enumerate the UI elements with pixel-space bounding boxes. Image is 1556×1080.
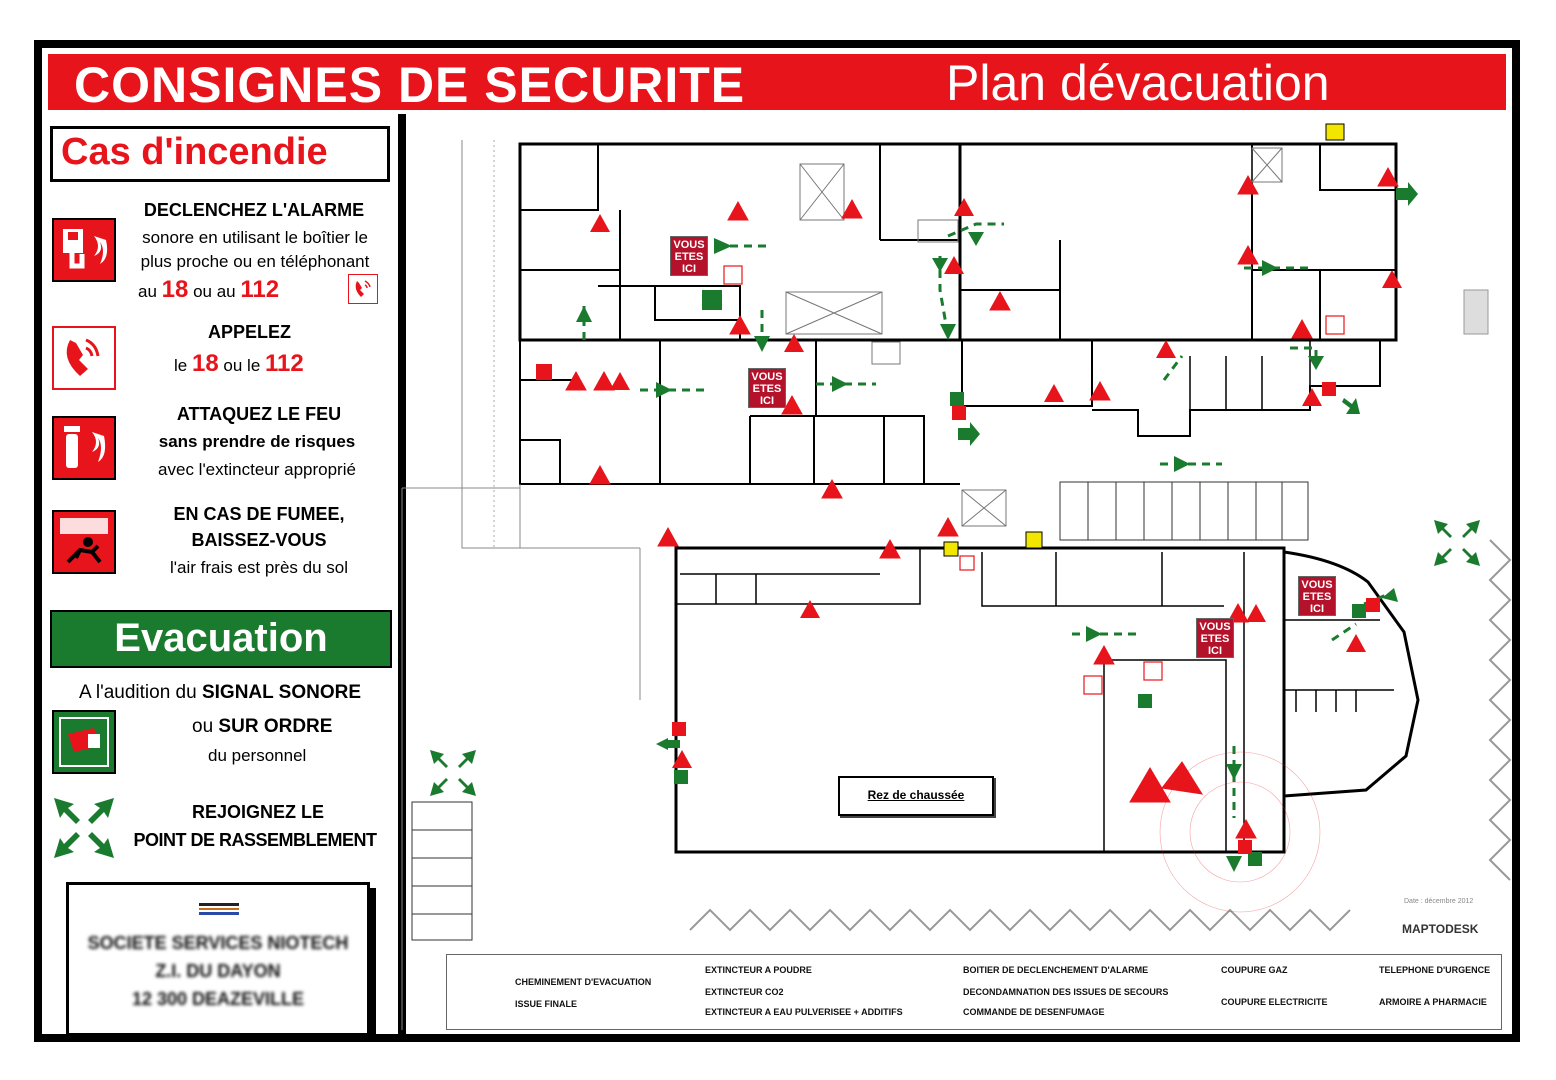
call-number-112: 112 [265,350,304,377]
poster-frame: CONSIGNES DE SECURITE Plan dévacuation C… [34,40,1520,1042]
alarm-number-112: 112 [240,276,280,303]
alarm-siren-icon [52,710,116,774]
call-number-18: 18 [191,350,219,377]
evac-line-1-bold: SIGNAL SONORE [201,682,362,703]
alarm-number-18: 18 [161,276,189,303]
floor-label: Rez de chaussée [867,788,965,802]
evacuation-heading: Evacuation [114,616,328,660]
smoke-title-1: EN CAS DE FUMEE, [173,504,345,524]
smoke-crawl-icon [52,510,116,574]
alarm-au: au [138,282,157,301]
smoke-line: l'air frais est près du sol [169,558,349,577]
evac-line-3: du personnel [208,746,307,765]
fire-heading: Cas d'incendie [61,131,328,173]
legend-gas-cutoff: COUPURE GAZ [1221,965,1288,975]
evacuation-heading-box: Evacuation [50,610,392,668]
safety-title: CONSIGNES DE SECURITE [74,57,746,113]
assembly-line-2: POINT DE RASSEMBLEMENT [133,830,377,850]
evac-line-1: A l'audition du SIGNAL SONORE [52,682,388,704]
assembly-line-1: REJOIGNEZ LE [191,802,325,822]
company-address-box: SOCIETE SERVICES NIOTECH Z.I. DU DAYON 1… [66,882,370,1036]
alarm-line-2: plus proche ou en téléphonant [140,252,370,271]
legend-final-exit: ISSUE FINALE [515,999,578,1009]
legend-emergency-phone: TELEPHONE D'URGENCE [1379,965,1491,975]
legend-powder-extinguisher: EXTINCTEUR A POUDRE [705,965,812,975]
legend-water-extinguisher: EXTINCTEUR A EAU PULVERISEE + ADDITIFS [705,1007,903,1017]
attack-title: ATTAQUEZ LE FEU [176,404,342,424]
call-line: le 18 ou le 112 [174,350,304,378]
legend: CHEMINEMENT D'EVACUATION ISSUE FINALE EX… [446,954,1502,1030]
poster: CONSIGNES DE SECURITE Plan dévacuation C… [42,48,1512,1036]
call-ou-le: ou le [223,356,261,375]
alarm-line-1: sonore en utilisant le boîtier le [142,228,368,247]
evac-line-2-pre: ou [192,716,214,737]
assembly-point-icon [52,796,116,860]
legend-electric-cutoff: COUPURE ELECTRICITE [1221,997,1328,1007]
extinguisher-icon [52,416,116,480]
legend-first-aid-cabinet: ARMOIRE A PHARMACIE [1379,997,1487,1007]
maptodesk-logo: MAPTODESK [1402,922,1479,936]
legend-alarm-box: BOITIER DE DECLENCHEMENT D'ALARME [963,965,1149,975]
legend-evacuation-route: CHEMINEMENT D'EVACUATION [515,977,652,987]
company-city: 12 300 DEAZEVILLE [131,989,305,1009]
legend-emergency-release: DECONDAMNATION DES ISSUES DE SECOURS [963,987,1169,997]
legend-smoke-control: COMMANDE DE DESENFUMAGE [963,1007,1105,1017]
title-banner: CONSIGNES DE SECURITE Plan dévacuation [48,54,1506,113]
company-logo [199,901,239,917]
evac-line-1-pre: A l'audition du [78,682,197,703]
evacuation-plan-title: Plan dévacuation [946,55,1330,111]
evac-line-2-bold: SUR ORDRE [218,716,333,737]
attack-line-1: sans prendre de risques [158,432,356,451]
fire-heading-box: Cas d'incendie [50,126,390,182]
alarm-button-icon [52,218,116,282]
emergency-phone-icon [348,274,378,304]
phone-icon [52,326,116,390]
call-le: le [174,356,188,375]
legend-co2-extinguisher: EXTINCTEUR CO2 [705,987,784,997]
instructions-panel: Cas d'incendie DECLENCHEZ L'ALARME sonor… [42,114,406,1036]
call-title: APPELEZ [208,322,292,342]
alarm-ou-au: ou au [193,282,236,301]
plan-date: Date : décembre 2012 [1404,898,1474,905]
alarm-title: DECLENCHEZ L'ALARME [143,200,365,220]
evac-line-2: ou SUR ORDRE [192,716,332,738]
company-street: Z.I. DU DAYON [155,961,281,981]
alarm-line-3: au 18 ou au 112 [138,276,279,304]
smoke-title-2: BAISSEZ-VOUS [191,530,327,550]
attack-line-2: avec l'extincteur approprié [158,460,356,479]
company-name: SOCIETE SERVICES NIOTECH [87,933,349,953]
floor-label-box: Rez de chaussée [838,776,994,816]
